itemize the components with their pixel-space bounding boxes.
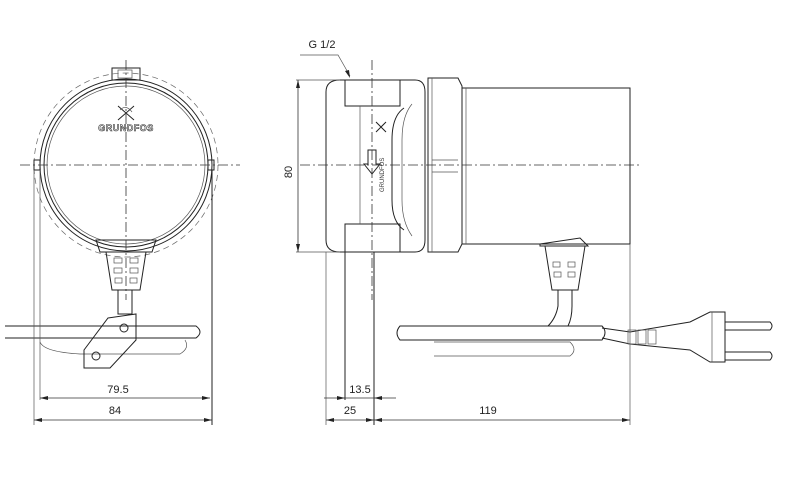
side-motor-body <box>462 87 631 245</box>
dim-label-119: 119 <box>479 405 497 417</box>
side-top-port <box>344 80 401 107</box>
front-cable-gland <box>105 251 147 315</box>
power-plug <box>601 311 773 363</box>
dim-label-25: 25 <box>344 405 356 417</box>
side-channel-outer <box>391 107 405 231</box>
front-bottom-mount <box>95 239 157 253</box>
thread-leader-arrow <box>345 70 350 78</box>
dim-label-84: 84 <box>109 405 121 417</box>
plug-pin-bottom <box>725 351 773 361</box>
side-bottom-port <box>344 223 401 252</box>
thread-leader-line <box>300 54 351 77</box>
thread-label: G 1/2 <box>309 39 336 51</box>
side-channel-inner <box>401 103 413 237</box>
side-cable-gland <box>539 237 590 327</box>
front-mounting-bracket <box>5 313 201 369</box>
side-mounting-bracket <box>396 325 606 357</box>
plug-pin-top <box>725 321 773 331</box>
grundfos-side-logo-icon <box>375 121 387 133</box>
dim-label-79-5: 79.5 <box>107 384 128 396</box>
grundfos-logo-icon <box>117 105 135 121</box>
flow-direction-arrow-icon <box>362 149 382 175</box>
dim-label-13-5: 13.5 <box>349 384 370 396</box>
front-top-tab-inner <box>117 69 133 79</box>
side-pump-housing <box>325 79 426 253</box>
side-view: GRUNDFOS G 1/2 <box>283 39 773 425</box>
front-view: GRUNDFOS 79.5 84 <box>5 60 240 425</box>
side-brand-label: GRUNDFOS <box>380 158 386 192</box>
dim-label-80: 80 <box>283 166 295 178</box>
